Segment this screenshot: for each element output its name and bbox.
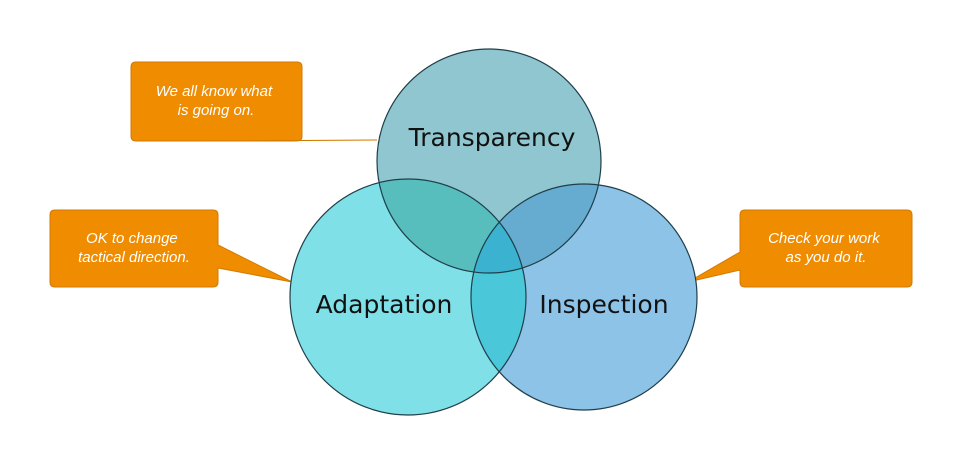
- overlap-transparency-inspection: [471, 184, 601, 273]
- callout-inspection-line-2: as you do it.: [786, 249, 867, 266]
- svg-text:Check your work as you d: Check your work as you do it.: [768, 230, 884, 266]
- callout-adaptation-line-2: tactical direction.: [78, 249, 190, 266]
- svg-text:We all know what is goin: We all know what is going on.: [156, 83, 277, 119]
- callout-transparency-line-2: is going on.: [178, 102, 255, 119]
- callout-transparency-line-1: We all know what: [156, 83, 273, 100]
- transparency-label: Transparency: [408, 123, 576, 152]
- inspection-circle-outline: [470, 183, 698, 411]
- callout-inspection: Check your work as you do it.: [687, 209, 913, 288]
- callout-inspection-bubble: [687, 209, 913, 288]
- callout-adaptation-bubble: [49, 209, 293, 288]
- transparency-circle-outline: [376, 48, 602, 274]
- overlap-transparency-adaptation: [377, 179, 526, 273]
- callout-transparency: We all know what is going on.: [130, 61, 378, 142]
- adaptation-label: Adaptation: [316, 290, 453, 319]
- svg-text:OK to change tactical di: OK to change tactical direction.: [78, 230, 190, 266]
- callout-inspection-line-1: Check your work: [768, 230, 881, 247]
- callout-adaptation-line-1: OK to change: [86, 230, 178, 247]
- inspection-label: Inspection: [539, 290, 668, 319]
- callout-transparency-bubble: [130, 61, 378, 142]
- callout-adaptation: OK to change tactical direction.: [49, 209, 293, 288]
- adaptation-circle-outline: [289, 178, 527, 416]
